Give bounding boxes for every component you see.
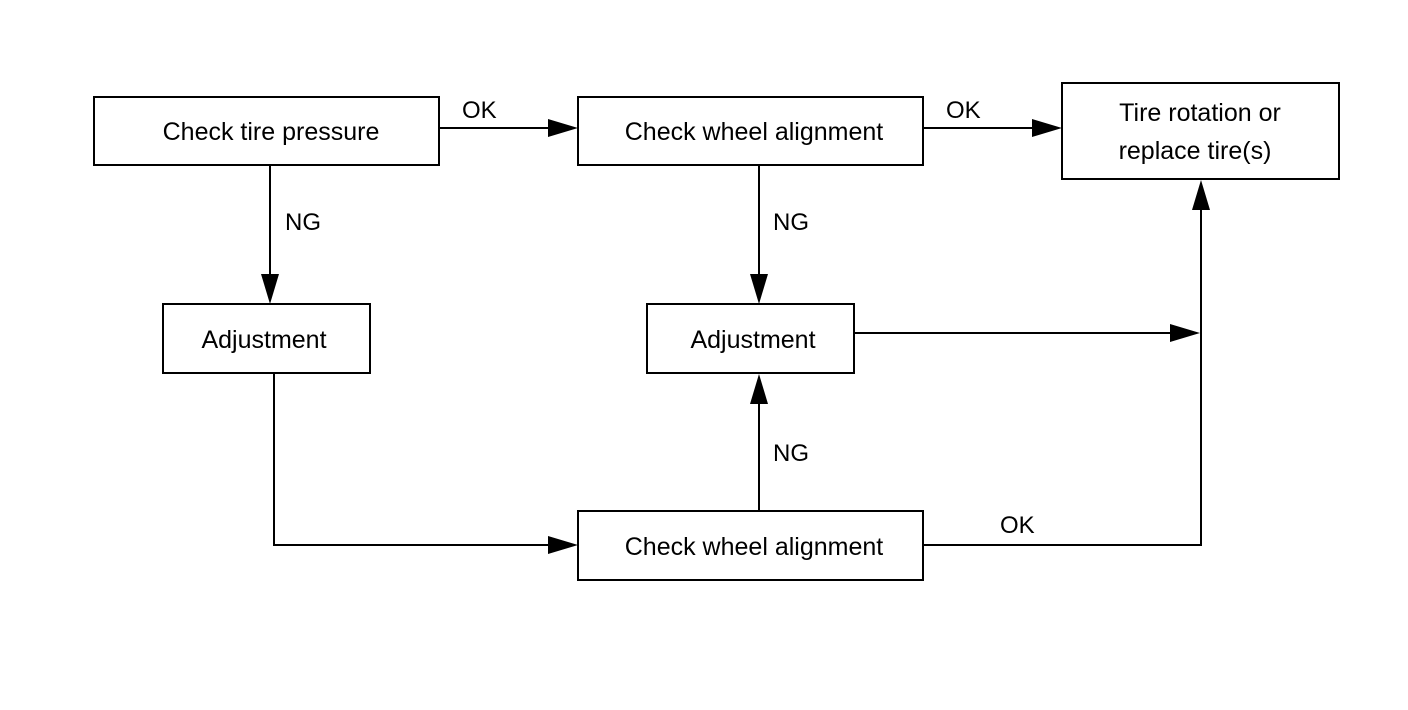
node-box <box>577 510 924 581</box>
arrowhead-alignment-to-rotation <box>1032 119 1062 137</box>
node-label: Adjustment <box>201 326 326 354</box>
arrowhead-pressure-to-alignment <box>548 119 578 137</box>
edge-label-alignment-top-ok: OK <box>946 97 981 124</box>
node-adjustment-mid: Adjustment <box>646 303 855 374</box>
arrowhead-adjustment-to-rotation-line <box>1170 324 1200 342</box>
node-adjustment-left: Adjustment <box>162 303 371 374</box>
node-label: Check wheel alignment <box>625 118 884 146</box>
edge-label-alignment-bottom-ok: OK <box>1000 512 1035 539</box>
node-box <box>93 96 440 166</box>
node-box <box>646 303 855 374</box>
edge-label-alignment-bottom-ng: NG <box>773 440 809 467</box>
edge-label-pressure-ng: NG <box>285 209 321 236</box>
arrowhead-bottom-alignment-to-rotation <box>1192 180 1210 210</box>
node-label-line1: Tire rotation or <box>1119 99 1281 127</box>
arrowhead-pressure-to-adjustment <box>261 274 279 304</box>
node-box <box>577 96 924 166</box>
node-label: Check tire pressure <box>163 118 380 146</box>
node-label: Check wheel alignment <box>625 533 884 561</box>
arrowhead-bottom-alignment-to-adjustment <box>750 374 768 404</box>
node-box <box>1061 82 1340 180</box>
node-check-tire-pressure: Check tire pressure <box>93 96 440 166</box>
arrowhead-adjustment-to-bottom-alignment <box>548 536 578 554</box>
node-check-wheel-alignment-bottom: Check wheel alignment <box>577 510 924 581</box>
node-tire-rotation: Tire rotation or replace tire(s) <box>1061 82 1340 180</box>
edge-adjustment-to-bottom-alignment <box>273 373 552 546</box>
node-label: Adjustment <box>690 326 815 354</box>
arrowhead-alignment-to-adjustment <box>750 274 768 304</box>
connectors <box>261 119 1210 554</box>
edge-label-alignment-top-ng: NG <box>773 209 809 236</box>
edge-labels: OK OK NG NG NG OK <box>285 97 1035 539</box>
node-check-wheel-alignment-top: Check wheel alignment <box>577 96 924 166</box>
edge-bottom-alignment-to-rotation <box>923 206 1202 546</box>
edge-label-pressure-ok: OK <box>462 97 497 124</box>
node-box <box>162 303 371 374</box>
node-label-line2: replace tire(s) <box>1119 137 1272 165</box>
